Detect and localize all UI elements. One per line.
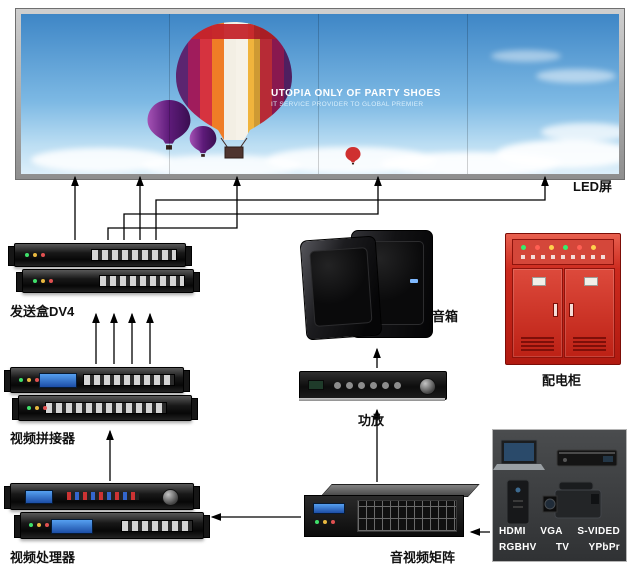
format-rgbhv: RGBHV bbox=[499, 542, 537, 553]
led-screen-label: LED屏 bbox=[573, 179, 613, 194]
door-vent bbox=[521, 337, 554, 351]
amplifier-device bbox=[299, 371, 447, 405]
camcorder-icon bbox=[542, 481, 602, 519]
sender-label: 发送盒DV4 bbox=[10, 304, 75, 319]
port-strip bbox=[83, 374, 175, 386]
lcd-display bbox=[313, 503, 345, 514]
splicer-label: 视频拼接器 bbox=[10, 431, 76, 446]
matrix-front-face bbox=[304, 495, 464, 537]
hot-air-balloon-purple bbox=[147, 100, 191, 150]
source-format-row2: RGBHV TV YPbPr bbox=[499, 542, 620, 553]
cabinet-label: 配电柜 bbox=[542, 373, 582, 388]
format-vga: VGA bbox=[540, 526, 563, 537]
status-leds bbox=[25, 253, 29, 257]
splicer-unit-bottom bbox=[12, 395, 198, 421]
cabinet-door-left bbox=[512, 268, 563, 358]
status-leds bbox=[19, 378, 23, 382]
door-plaque bbox=[531, 277, 546, 286]
amplifier-face bbox=[299, 371, 447, 400]
meter-row bbox=[521, 255, 605, 259]
status-leds bbox=[27, 406, 31, 410]
matrix-label: 音视频矩阵 bbox=[390, 550, 456, 565]
sky-balloons-graphic bbox=[21, 14, 619, 174]
status-leds bbox=[29, 523, 33, 527]
hot-air-balloon-purple-small bbox=[189, 126, 217, 157]
door-handle bbox=[569, 303, 574, 317]
source-format-row1: HDMI VGA S-VIDED bbox=[499, 526, 620, 537]
clouds bbox=[31, 50, 619, 174]
door-handle bbox=[553, 303, 558, 317]
door-plaque bbox=[583, 277, 598, 286]
lcd-display bbox=[39, 373, 77, 388]
amplifier-trim bbox=[299, 398, 445, 401]
amplifier-label: 功放 bbox=[358, 413, 385, 428]
door-vent bbox=[573, 337, 606, 351]
splicer-unit-top bbox=[4, 367, 190, 393]
port-strip bbox=[121, 520, 193, 532]
jog-knob bbox=[162, 489, 179, 506]
format-ypbpr: YPbPr bbox=[588, 542, 620, 553]
cabinet-control-panel bbox=[512, 239, 614, 265]
led-screen: UTOPIA ONLY OF PARTY SHOES IT SERVICE PR… bbox=[15, 8, 625, 180]
processor-unit-top bbox=[4, 483, 200, 510]
format-tv: TV bbox=[555, 542, 570, 553]
source-device-icons bbox=[493, 439, 618, 525]
screen-slogan-line1: UTOPIA ONLY OF PARTY SHOES bbox=[271, 88, 441, 99]
video-splicer-device bbox=[4, 367, 198, 421]
volume-knob bbox=[419, 378, 436, 395]
speakers-device bbox=[299, 230, 433, 345]
status-leds bbox=[315, 520, 319, 524]
lcd-display bbox=[51, 519, 93, 534]
led-screen-image: UTOPIA ONLY OF PARTY SHOES IT SERVICE PR… bbox=[21, 14, 619, 174]
sender-unit-bottom bbox=[16, 269, 200, 293]
lcd-display bbox=[25, 490, 53, 504]
video-processor-device bbox=[4, 483, 210, 541]
processor-label: 视频处理器 bbox=[10, 550, 76, 565]
port-strip bbox=[91, 249, 177, 261]
knob-row bbox=[334, 382, 341, 389]
source-devices-panel: HDMI VGA S-VIDED RGBHV TV YPbPr bbox=[492, 429, 627, 562]
cabinet-door-right bbox=[564, 268, 615, 358]
port-strip bbox=[45, 402, 167, 414]
speaker-front bbox=[299, 235, 383, 341]
button-row bbox=[67, 492, 139, 500]
power-switch bbox=[308, 380, 324, 390]
av-matrix-device bbox=[304, 484, 480, 542]
set-top-box-icon bbox=[506, 479, 530, 525]
dvd-player-icon bbox=[556, 449, 618, 467]
speakers-label: 音箱 bbox=[432, 309, 459, 324]
port-strip bbox=[99, 275, 185, 287]
status-leds bbox=[33, 279, 37, 283]
sender-box-device bbox=[8, 243, 200, 295]
sender-unit-top bbox=[8, 243, 192, 267]
format-svideo: S-VIDED bbox=[577, 526, 620, 537]
screen-slogan-line2: IT SERVICE PROVIDER TO GLOBAL PREMIER bbox=[271, 101, 424, 108]
laptop-icon bbox=[493, 439, 545, 470]
speaker-led bbox=[410, 279, 418, 283]
speaker-grille bbox=[309, 247, 373, 327]
port-grid bbox=[357, 500, 457, 532]
processor-unit-bottom bbox=[14, 512, 210, 539]
hot-air-balloon-red-tiny bbox=[345, 147, 361, 165]
format-hdmi: HDMI bbox=[499, 526, 526, 537]
panel-seams bbox=[169, 14, 468, 174]
indicator-lights bbox=[521, 245, 526, 250]
power-cabinet-device bbox=[505, 233, 621, 365]
